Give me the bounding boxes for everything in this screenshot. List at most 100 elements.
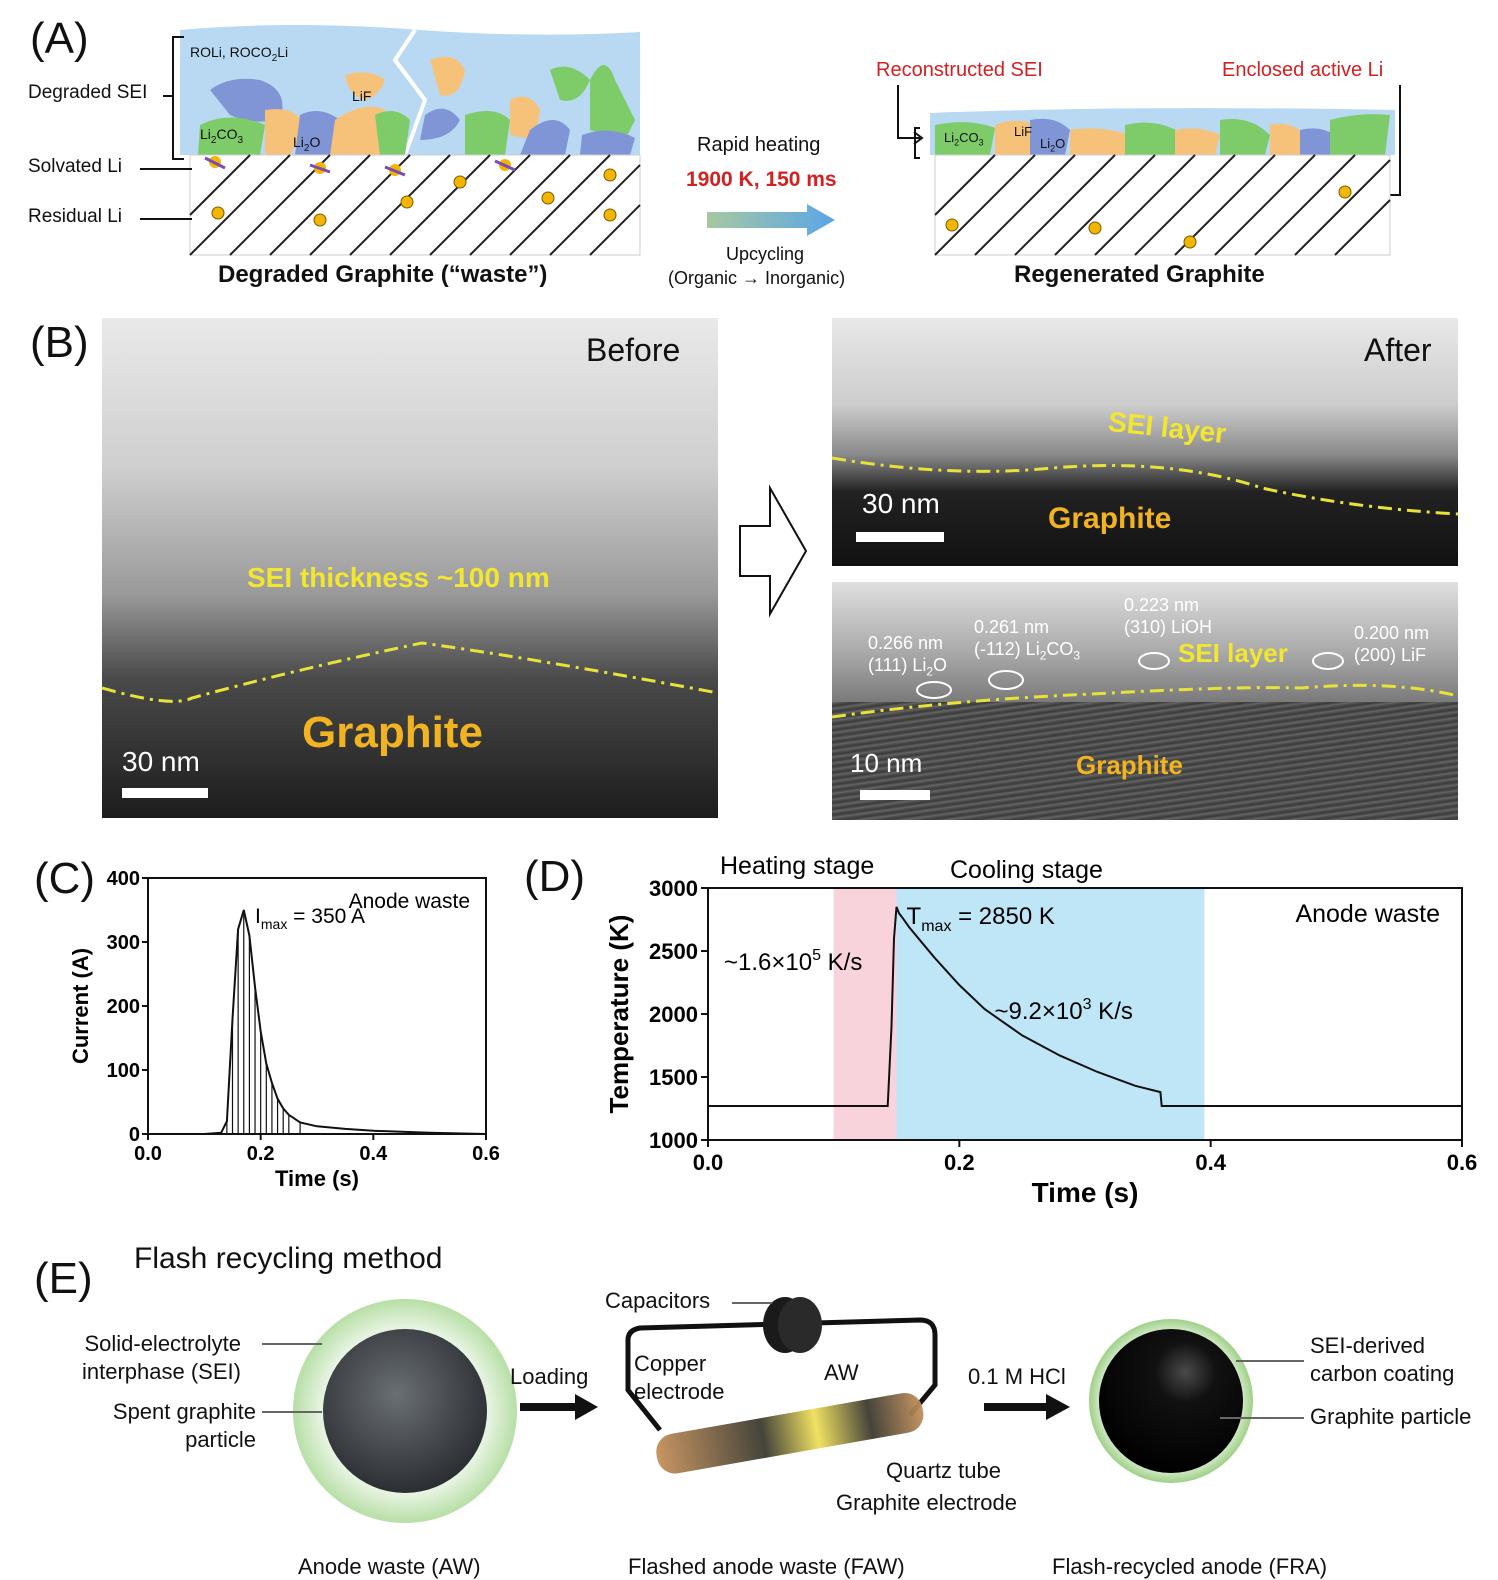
chart-annotation: Anode waste	[1295, 900, 1440, 928]
scale-bar-after	[856, 532, 944, 542]
heating-stage-label: Heating stage	[720, 852, 874, 880]
quartz-tube-label: Quartz tube	[886, 1458, 1001, 1483]
sei-layer-label-bottom: SEI layer	[1178, 638, 1288, 668]
tem-after-image: After SEI layer Graphite 30 nm	[832, 318, 1458, 566]
graphite-label-before: Graphite	[302, 708, 483, 757]
tem-before-image: Before SEI thickness ~100 nm Graphite 30…	[102, 318, 718, 818]
tmax-label: Tmax = 2850 K	[907, 903, 1055, 935]
caption-anode-waste: Anode waste (AW)	[298, 1554, 481, 1579]
sei-callout: Solid-electrolyte interphase (SEI)	[82, 1331, 241, 1384]
before-after-arrow-icon	[739, 484, 808, 618]
quartz-tube-icon	[656, 1392, 924, 1474]
hcl-label: 0.1 M HCl	[968, 1364, 1066, 1389]
degraded-sei-bracket	[172, 36, 184, 160]
temperature-series-line	[708, 906, 1462, 1107]
li2co3-label: Li2CO3	[200, 126, 244, 146]
solvated-li-label: Solvated Li	[28, 156, 123, 177]
chart-annotation: Anode waste	[349, 890, 470, 913]
li2o-label: Li2O	[293, 134, 321, 154]
heating-stage-band	[833, 888, 897, 1140]
heating-rate-label: ~1.6×105 K/s	[724, 947, 862, 976]
degraded-sei-label: Degraded SEI	[28, 82, 148, 103]
scale-bar-label-before: 30 nm	[122, 746, 200, 777]
graphite-electrode-label: Graphite electrode	[836, 1490, 1017, 1515]
current-series-line	[148, 909, 487, 1135]
scale-bar-before	[122, 788, 208, 798]
organic-inorganic-label: (Organic → Inorganic)	[668, 268, 846, 288]
x-tick-label: 0.4	[359, 1143, 388, 1165]
scale-bar-label-hrtem: 10 nm	[850, 748, 923, 778]
panel-a-label: (A)	[30, 14, 89, 63]
panel-a-degraded-diagram	[180, 25, 641, 256]
y-tick-label: 2000	[649, 1002, 698, 1027]
copper-electrode-label: Copper electrode	[634, 1351, 725, 1404]
d-spacing-3: 0.223 nm (310) LiOH	[1124, 595, 1213, 637]
panel-c-label: (C)	[34, 854, 96, 903]
sei-chem-label: ROLi, ROCO2Li	[190, 44, 289, 64]
x-axis-label: Time (s)	[1032, 1177, 1139, 1208]
cooling-stage-label: Cooling stage	[950, 856, 1103, 884]
caption-degraded-graphite: Degraded Graphite (“waste”)	[218, 261, 548, 288]
y-axis-label: Temperature (K)	[604, 915, 634, 1114]
li2o-label-right: Li2O	[1040, 136, 1066, 154]
caption-regenerated-graphite: Regenerated Graphite	[1014, 261, 1265, 288]
lif-label: LiF	[352, 88, 372, 104]
panel-d-label: (D)	[524, 852, 586, 901]
hrtem-image: 0.266 nm (111) Li2O 0.261 nm (-112) Li2C…	[832, 582, 1458, 820]
rapid-heating-label: Rapid heating	[697, 134, 821, 156]
scale-bar-hrtem	[860, 790, 930, 800]
panel-a-regenerated-diagram	[897, 85, 1401, 256]
caption-flash-recycled: Flash-recycled anode (FRA)	[1052, 1554, 1328, 1579]
flash-apparatus	[625, 1297, 938, 1474]
graphite-label-hrtem: Graphite	[1076, 750, 1183, 780]
li2co3-label-right: Li2CO3	[944, 130, 984, 148]
d-spacing-4: 0.200 nm (200) LiF	[1354, 623, 1430, 665]
before-label: Before	[586, 332, 681, 368]
scale-bar-label-after: 30 nm	[862, 488, 940, 519]
cooling-stage-band	[896, 888, 1205, 1140]
graphite-particle-callout: Graphite particle	[1310, 1404, 1472, 1429]
y-tick-label: 200	[107, 996, 140, 1018]
panel-b-label: (B)	[30, 318, 89, 367]
caption-flashed-anode: Flashed anode waste (FAW)	[628, 1554, 905, 1579]
x-tick-label: 0.4	[1195, 1150, 1226, 1175]
aw-label: AW	[824, 1360, 859, 1385]
enclosed-li-icon	[945, 185, 1352, 249]
cooling-rate-label: ~9.2×103 K/s	[995, 996, 1133, 1025]
y-tick-label: 2500	[649, 939, 698, 964]
loading-arrow-icon	[520, 1394, 598, 1420]
residual-li-label: Residual Li	[28, 206, 122, 227]
heating-conditions-label: 1900 K, 150 ms	[686, 168, 837, 191]
x-tick-label: 0.2	[247, 1143, 275, 1165]
enclosed-li-label: Enclosed active Li	[1222, 59, 1384, 81]
y-axis-label: Current (A)	[68, 948, 93, 1064]
y-tick-label: 1500	[649, 1065, 698, 1090]
y-tick-label: 0	[129, 1124, 140, 1146]
upcycling-arrow-icon	[707, 204, 835, 236]
after-label: After	[1364, 332, 1432, 368]
flash-method-title: Flash recycling method	[134, 1242, 443, 1275]
d-spacing-2: 0.261 nm (-112) Li2CO3	[974, 617, 1081, 663]
y-tick-label: 400	[107, 868, 140, 890]
x-axis-label: Time (s)	[275, 1166, 359, 1191]
loading-label: Loading	[510, 1364, 589, 1389]
capacitors-label: Capacitors	[605, 1288, 711, 1313]
y-tick-label: 3000	[649, 876, 698, 901]
y-tick-label: 300	[107, 932, 140, 954]
x-tick-label: 0.0	[134, 1143, 162, 1165]
peak-label: Imax = 350 A	[255, 905, 365, 932]
reconstructed-sei-label: Reconstructed SEI	[876, 59, 1043, 81]
graphite-label-after: Graphite	[1048, 502, 1172, 535]
upcycling-label: Upcycling	[726, 244, 805, 264]
residual-li-icon	[211, 168, 617, 227]
x-tick-label: 0.6	[1447, 1150, 1478, 1175]
coating-callout: SEI-derived carbon coating	[1310, 1333, 1455, 1386]
y-tick-label: 100	[107, 1060, 140, 1082]
anode-waste-particle	[293, 1299, 517, 1523]
solvated-li-arrow-icon	[140, 168, 192, 170]
y-tick-label: 1000	[649, 1128, 698, 1153]
flash-recycled-particle	[1089, 1319, 1253, 1483]
x-tick-label: 0.6	[472, 1143, 500, 1165]
